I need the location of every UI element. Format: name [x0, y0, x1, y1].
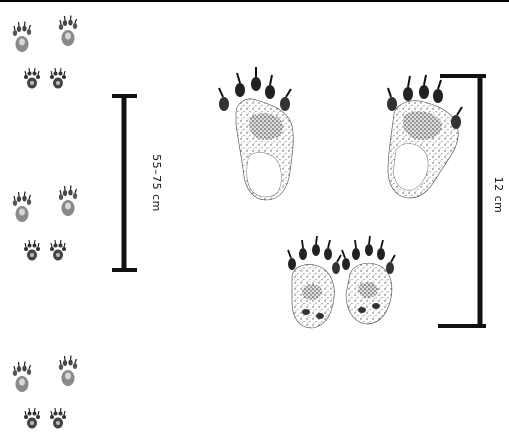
- print-scale-label: 12 cm: [491, 167, 505, 223]
- paw-print-icon: [24, 68, 40, 89]
- paw-print-icon: [50, 68, 66, 89]
- paw-print-icon: [59, 16, 77, 47]
- fore-foot-print-icon: [288, 236, 341, 328]
- paw-print-icon: [24, 240, 40, 261]
- paw-print-icon: [13, 192, 31, 223]
- trackway-group-2: [13, 186, 77, 261]
- paw-print-icon: [13, 362, 31, 393]
- paw-print-icon: [24, 408, 40, 429]
- paw-print-icon: [50, 240, 66, 261]
- trackway-group-1: [13, 16, 77, 89]
- paw-print-icon: [50, 408, 66, 429]
- paw-print-icon: [59, 356, 77, 387]
- trackway-scale-bar: [112, 96, 137, 270]
- fore-foot-print-icon: [342, 236, 395, 324]
- trackway-group-3: [13, 356, 77, 429]
- paw-print-icon: [13, 22, 31, 53]
- paw-print-icon: [59, 186, 77, 217]
- trackway-scale-label: 55–75 cm: [149, 143, 163, 223]
- hind-foot-print-icon: [219, 67, 293, 200]
- hind-foot-print-icon: [387, 75, 462, 198]
